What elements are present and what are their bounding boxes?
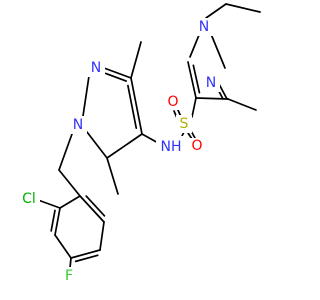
bond-c3-n2-inner (104, 72, 128, 82)
label-bg (195, 18, 213, 36)
label-bg (87, 59, 105, 77)
bond-c3a-methyl (227, 98, 257, 111)
atom-cl-chloro: Cl (22, 191, 36, 207)
atom-o-sulfonyl-2: O (191, 138, 202, 154)
bond-ring-5-6 (99, 221, 105, 251)
label-bg (189, 138, 205, 154)
bond-c2-cl (37, 199, 61, 209)
label-bg (176, 115, 192, 133)
label-bg (62, 267, 76, 285)
bond-c3-n2 (103, 67, 132, 79)
label-bg (165, 94, 181, 110)
bond-n1-n2 (210, 33, 226, 69)
bond-ring-4-5 (70, 249, 101, 259)
atom-o-sulfonyl-1: O (167, 94, 178, 110)
bond-ring-3-4 (54, 234, 72, 259)
bond-ch2-ring (58, 169, 81, 197)
atom-n-pyrazole-a-1: N (199, 19, 209, 35)
label-bg (69, 116, 87, 134)
bond-c3-methyl (130, 41, 142, 79)
molecule-structure: N N N N NH S O O Cl F (18, 3, 261, 285)
bond-ring-6-1-inner (85, 195, 106, 217)
bond-c3a-c4a (195, 97, 229, 100)
label-bg (202, 74, 220, 92)
bond-c4-c3 (130, 77, 143, 135)
atom-nh-sulfonamide: NH (161, 139, 182, 155)
bond-c5-methyl (106, 157, 119, 195)
bond-ring-4-5-inner (74, 254, 99, 263)
bond-ring-2-3-inner (50, 209, 56, 232)
bond-c5a-n1 (189, 34, 200, 58)
atom-s-sulfonyl: S (180, 116, 189, 132)
bond-layer (37, 3, 261, 269)
bond-n1-ethyl-1 (205, 3, 227, 19)
bond-n1-ch2 (58, 133, 73, 171)
bond-n2-n1 (82, 75, 90, 117)
atom-n-pyrazole-a-2: N (206, 75, 216, 91)
bond-s-c4a (191, 97, 197, 118)
bond-n2-c3a (218, 83, 228, 100)
molecule-canvas: N N N N NH S O O Cl F (18, 3, 261, 285)
bond-ring-6-1 (79, 195, 105, 223)
atom-n-pyrazole-b-2: N (91, 60, 101, 76)
atom-n-pyrazole-b-1: N (73, 117, 83, 133)
bond-c4-c3-inner (127, 84, 138, 129)
atom-f-fluoro: F (65, 268, 73, 284)
atom-labels: N N N N NH S O O Cl F (18, 18, 220, 285)
label-bg (18, 190, 40, 208)
bond-ring-2-3 (54, 207, 61, 236)
bond-c5-c4 (106, 133, 143, 159)
bond-ethyl-2 (225, 3, 261, 13)
bond-c4-f (69, 257, 72, 269)
bond-ring-1-2 (59, 195, 81, 209)
bond-c4a-c5a (187, 61, 197, 99)
label-bg (156, 136, 186, 156)
bond-c4a-c5a-inner (192, 64, 201, 94)
bond-n1-c5 (86, 131, 108, 159)
